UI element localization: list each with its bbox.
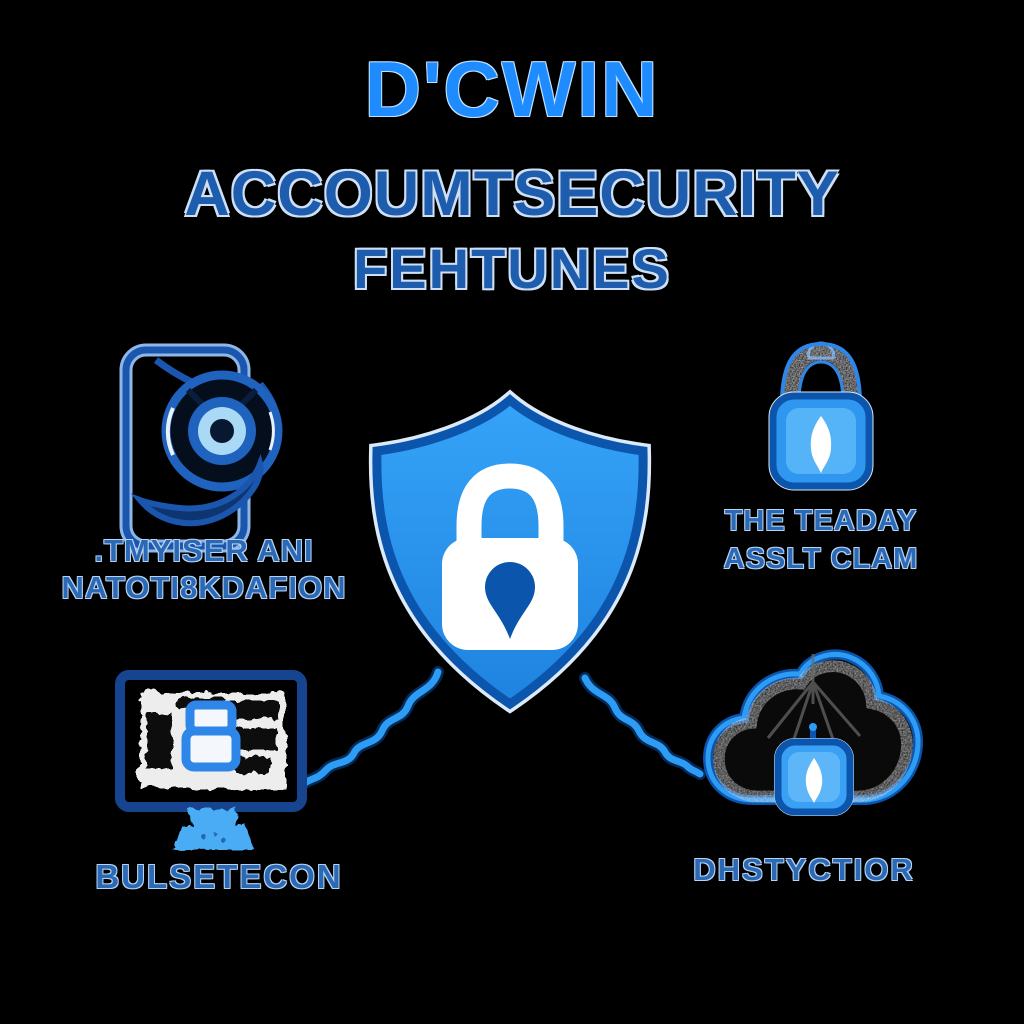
page-subtitle: FEHTUNES <box>353 237 671 300</box>
monitor-icon <box>110 665 315 865</box>
label-top-left-line2: NATOTI8KDAFION <box>61 570 347 605</box>
label-top-left-line1: .TMYISER ANI <box>94 533 314 568</box>
label-bottom-right: DHSTYCTIOR <box>693 852 915 887</box>
keyhole <box>810 416 832 473</box>
cloud-streaks <box>766 654 862 743</box>
label-top-right-line1: THE TEADAY <box>724 505 918 537</box>
screen-glyph-bottom <box>181 726 241 772</box>
shield-lock-icon <box>345 388 675 718</box>
brand-title: D'CWIN <box>364 45 660 133</box>
phone-eye-icon <box>110 338 295 568</box>
monitor-stand <box>170 807 252 847</box>
lock-shackle <box>456 463 564 542</box>
keyhole <box>805 758 823 803</box>
label-top-right: THE TEADAY ASSLT CLAM <box>668 502 974 578</box>
keyhole <box>485 562 535 639</box>
page-title: ACCOUMTSECURITY <box>184 159 840 229</box>
padlock-icon <box>762 336 880 494</box>
label-top-left: .TMYISER ANI NATOTI8KDAFION <box>18 532 390 606</box>
cloud-lock-icon <box>698 642 928 837</box>
label-top-right-line2: ASSLT CLAM <box>723 543 919 575</box>
padlock-shackle <box>781 343 861 403</box>
label-bottom-left: BULSETECON <box>95 858 343 895</box>
